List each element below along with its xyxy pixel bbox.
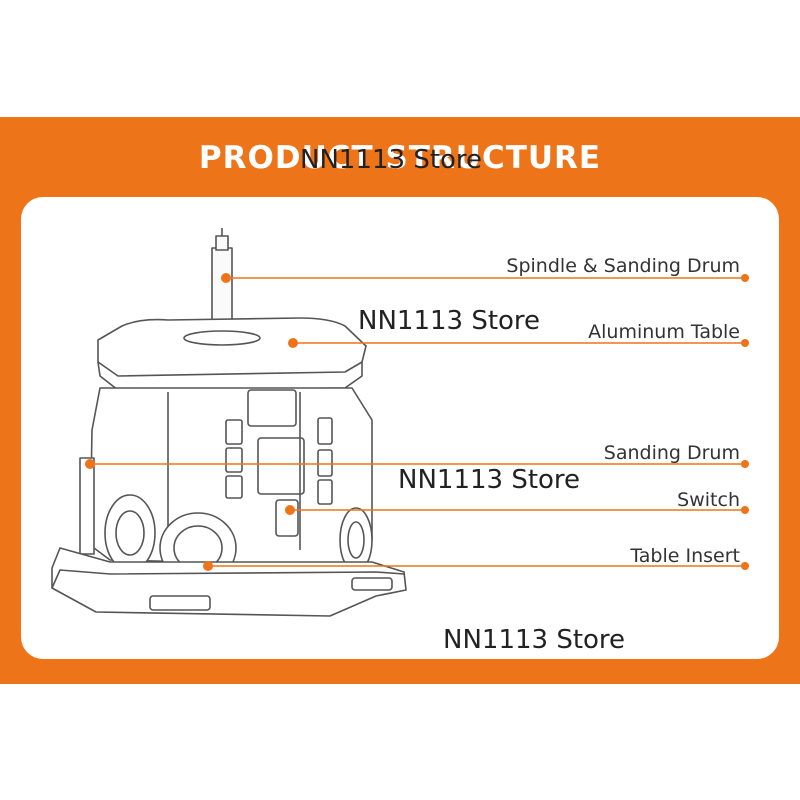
dot-table-start <box>288 338 298 348</box>
dot-switch-start <box>285 505 295 515</box>
label-switch: Switch <box>677 489 740 511</box>
dot-drum-end <box>741 460 749 468</box>
dot-insert-end <box>741 562 749 570</box>
leader-dots <box>85 273 749 571</box>
watermark: NN1113 Store <box>398 465 581 495</box>
label-spindle: Spindle & Sanding Drum <box>506 255 740 277</box>
dot-spindle-end <box>741 274 749 282</box>
label-sanding-drum: Sanding Drum <box>603 442 740 464</box>
dot-insert-start <box>203 561 213 571</box>
watermark: NN1113 Store <box>443 625 626 655</box>
watermark: NN1113 Store <box>358 306 541 336</box>
dot-drum-start <box>85 459 95 469</box>
dot-switch-end <box>741 506 749 514</box>
dot-table-end <box>741 339 749 347</box>
dot-spindle-start <box>221 273 231 283</box>
sander-line-art <box>51 228 407 617</box>
label-table-insert: Table Insert <box>630 545 740 567</box>
label-aluminum-table: Aluminum Table <box>588 321 740 343</box>
page-title: PRODUCT STRUCTURE <box>198 140 602 176</box>
leader-lines <box>90 277 745 567</box>
watermark: NN1113 Store <box>300 145 483 175</box>
